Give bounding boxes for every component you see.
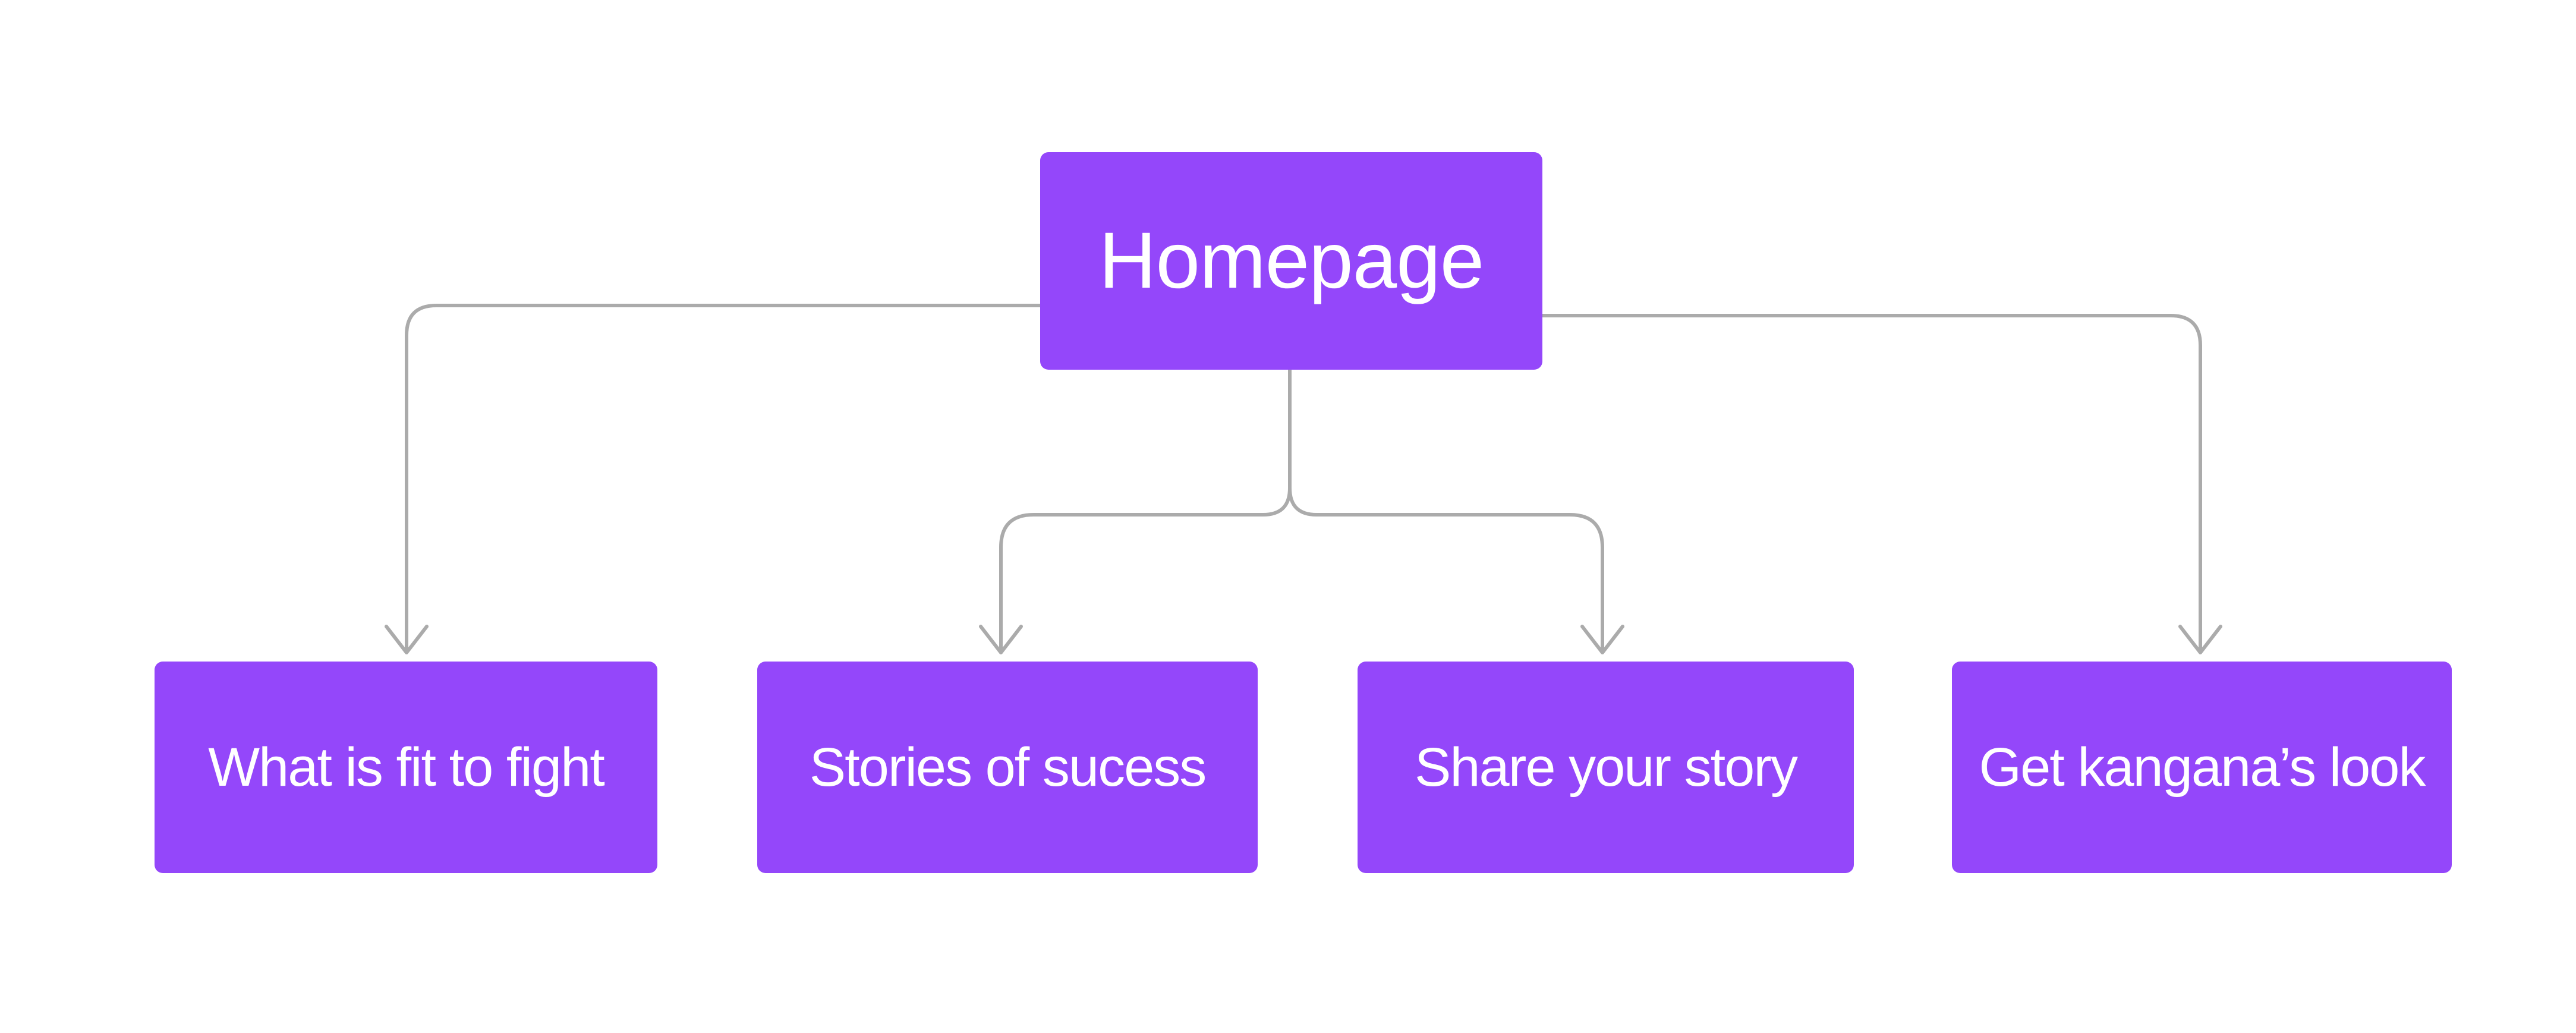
node-what-is-fit-to-fight[interactable]: What is fit to fight xyxy=(155,662,657,873)
node-stories-of-sucess[interactable]: Stories of sucess xyxy=(757,662,1258,873)
node-share-your-story[interactable]: Share your story xyxy=(1358,662,1854,873)
node-stories-of-sucess-label: Stories of sucess xyxy=(809,737,1207,798)
node-get-kanganas-look[interactable]: Get kangana’s look xyxy=(1952,662,2452,873)
connector-root-to-child-1 xyxy=(999,487,1292,651)
arrow-down-icon xyxy=(385,625,429,654)
connector-root-to-child-3 xyxy=(1542,314,2202,651)
node-homepage-label: Homepage xyxy=(1098,216,1485,305)
arrow-down-icon xyxy=(1580,625,1624,654)
arrow-down-icon xyxy=(979,625,1023,654)
node-get-kanganas-look-label: Get kangana’s look xyxy=(1979,737,2426,798)
connector-root-to-child-0 xyxy=(405,304,1040,651)
connector-root-to-child-2 xyxy=(1288,487,1604,651)
node-share-your-story-label: Share your story xyxy=(1415,737,1798,798)
arrow-down-icon xyxy=(2178,625,2222,654)
node-homepage[interactable]: Homepage xyxy=(1040,152,1542,370)
node-what-is-fit-to-fight-label: What is fit to fight xyxy=(208,737,605,798)
